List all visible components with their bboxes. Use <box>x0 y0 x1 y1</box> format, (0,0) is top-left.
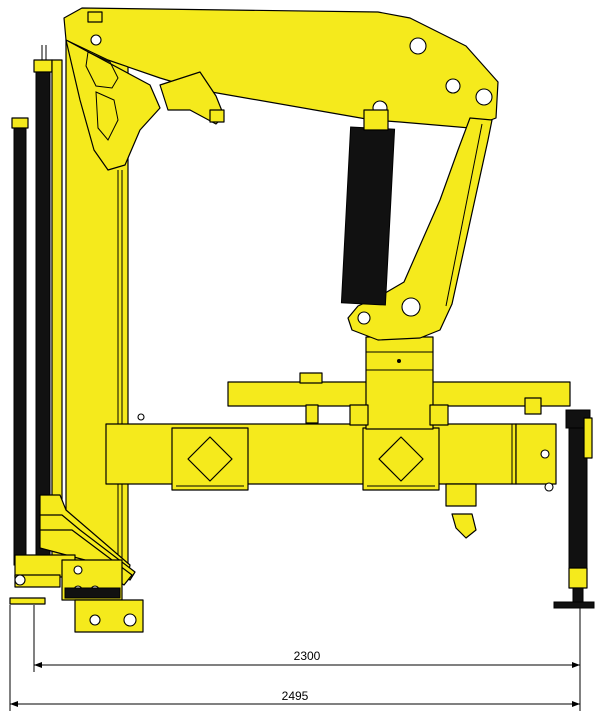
slewing-turret <box>137 336 571 430</box>
stabilizer-leg-right <box>553 409 595 609</box>
main-hydraulic-cylinder <box>340 109 396 306</box>
stabilizer-cylinders-left <box>11 45 63 566</box>
column-head-plate <box>65 39 161 171</box>
beam-gusset-left <box>171 427 249 491</box>
dimension-lines <box>9 605 581 711</box>
beam-gusset-center <box>362 427 440 491</box>
outer-boom-arm <box>347 117 493 341</box>
dimension-overall-width: 2495 <box>282 689 309 703</box>
outrigger-linkage-stack <box>9 494 144 633</box>
dimension-inner-width: 2300 <box>294 649 321 663</box>
hydraulic-outlet <box>445 483 477 539</box>
main-cylinder-rod <box>159 71 225 125</box>
